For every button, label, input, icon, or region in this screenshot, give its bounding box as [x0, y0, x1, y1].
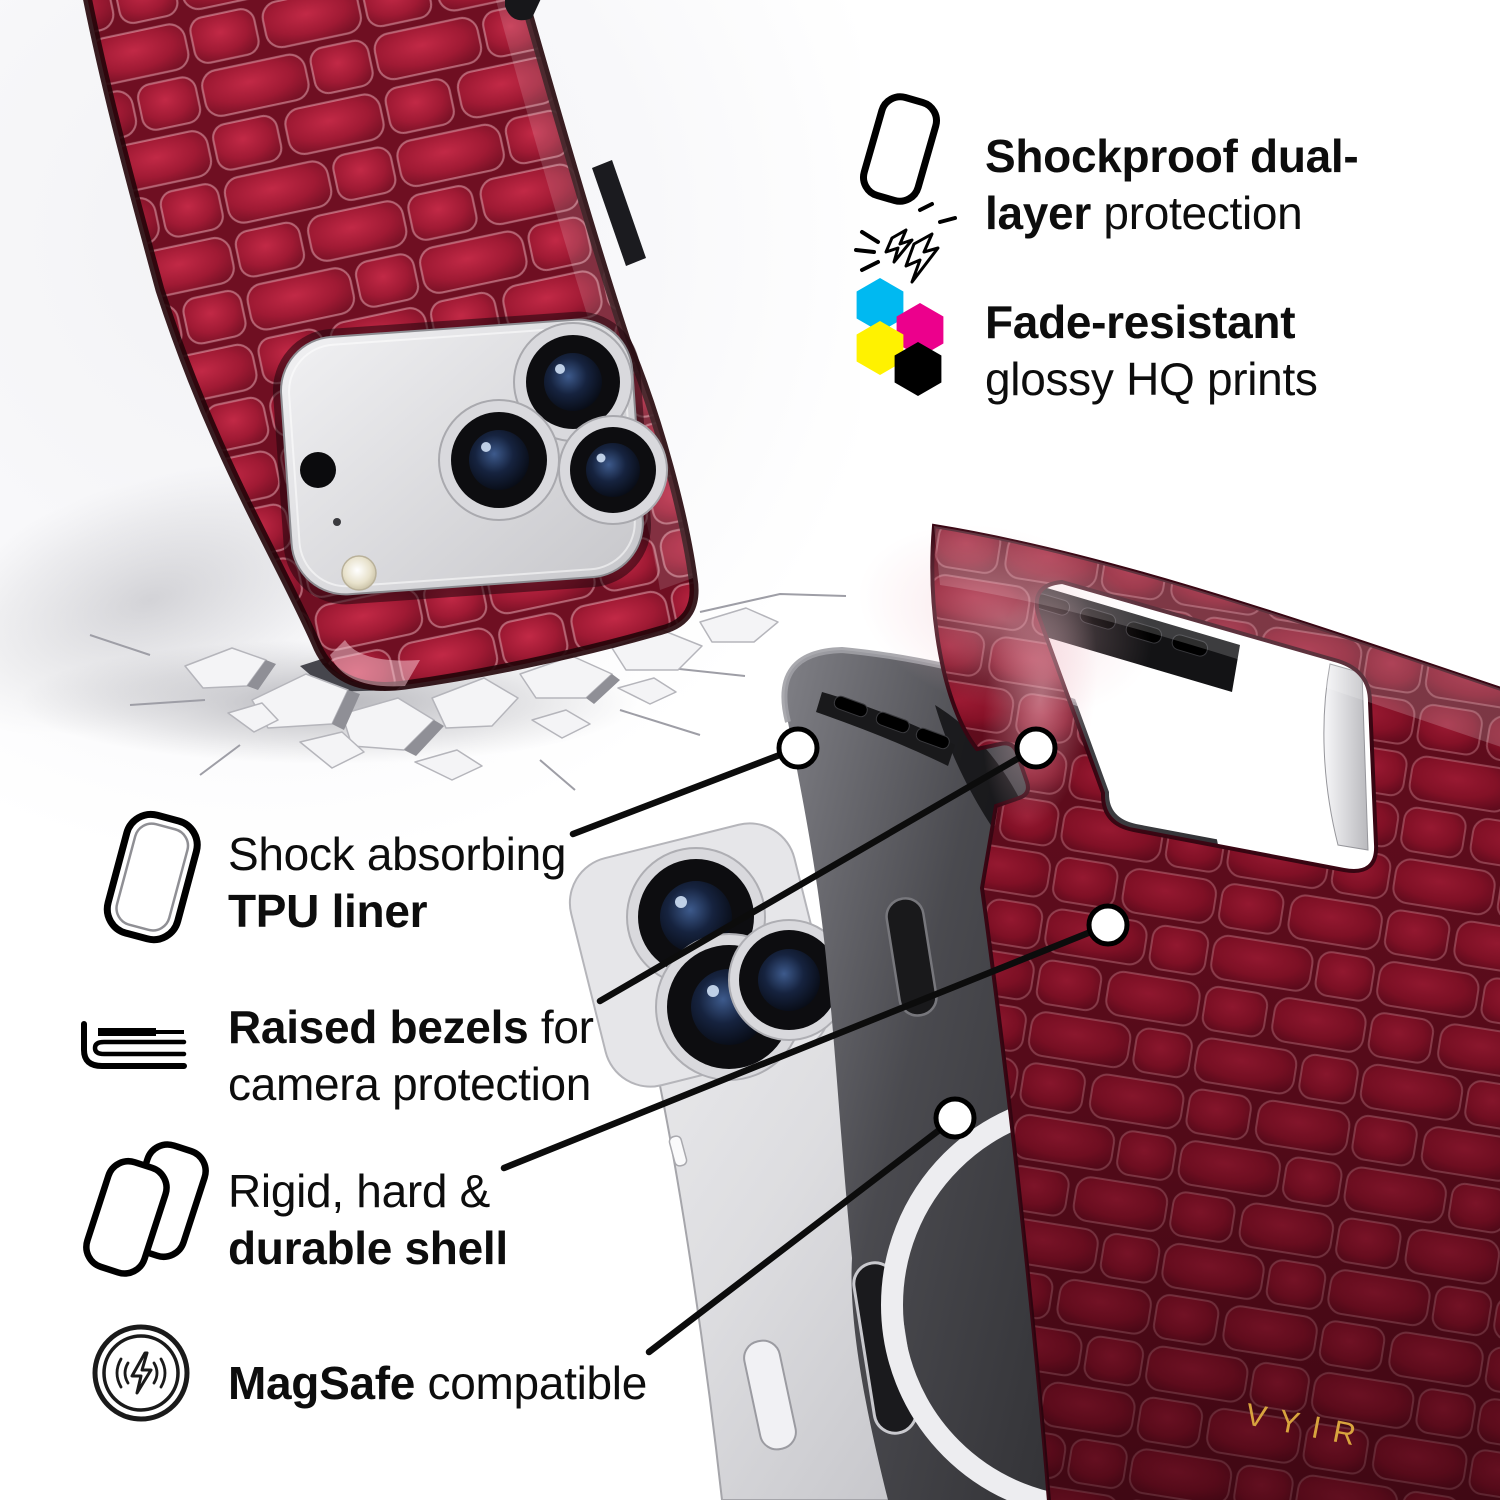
feature-magsafe: MagSafe compatible: [228, 1357, 648, 1409]
ground-shards: [184, 607, 779, 781]
callout-line-magsafe: [645, 1114, 959, 1356]
smashing-case: [83, 0, 699, 691]
magsafe-icon: [92, 1324, 190, 1422]
raised-bezel-icon: [81, 1021, 187, 1069]
camera-lenses: [300, 322, 668, 591]
callout-line-durable-shell: [500, 921, 1112, 1172]
durable-shell-icon: [83, 1141, 209, 1277]
callout-lines: [500, 744, 1112, 1356]
callout-dot-durable-shell: [1086, 903, 1130, 947]
tpu-liner-icon: [103, 810, 201, 944]
exploded-view: VYIR: [500, 523, 1500, 1500]
callout-dot-raised-bezels: [1014, 726, 1058, 770]
callout-dots: [776, 726, 1130, 1140]
callout-fade-line1: Fade-resistant: [985, 296, 1296, 348]
feature-raised-bezels: Raised bezels for camera protection: [228, 1001, 594, 1110]
shockproof-impact-icon: [854, 93, 957, 284]
ground-cracks: [89, 592, 847, 791]
phone-camera-lenses: [626, 847, 850, 1081]
callout-shockproof: Shockproof dual- layer protection: [985, 130, 1359, 239]
smash-scene: [0, 0, 847, 791]
raised-bezel-lip: [1323, 663, 1369, 851]
callout-line-raised-bezels: [596, 744, 1040, 1005]
feature-tpu-liner: Shock absorbing TPU liner: [228, 828, 567, 937]
callout-shockproof-line1: Shockproof dual-: [985, 130, 1359, 182]
callout-fade-resistant: Fade-resistant glossy HQ prints: [985, 296, 1318, 405]
feature-durable-shell: Rigid, hard & durable shell: [228, 1165, 508, 1274]
callout-line-tpu-liner: [569, 744, 802, 838]
shard-side-faces: [247, 660, 620, 756]
callout-dot-magsafe: [933, 1096, 977, 1140]
cmyk-print-icon: [856, 278, 944, 396]
callout-dot-tpu-liner: [776, 726, 820, 770]
